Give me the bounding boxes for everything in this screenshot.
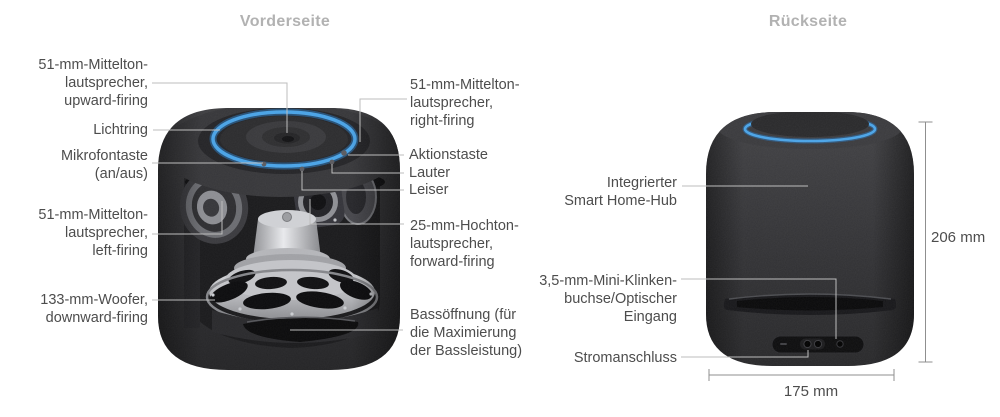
label-woofer: 133-mm-Woofer, downward-firing xyxy=(40,292,148,326)
leader-right-midrange xyxy=(359,98,407,142)
label-volume-up: Lauter xyxy=(409,165,451,181)
leader-tweeter xyxy=(309,199,404,225)
leader-lines xyxy=(152,82,837,358)
label-tweeter: 25-mm-Hochton- lautsprecher, forward-fir… xyxy=(410,218,519,270)
back-view-title: Rückseite xyxy=(768,13,848,30)
back-speaker-illustration xyxy=(706,112,914,366)
label-upward-midrange: 51-mm-Mittelton- lautsprecher, upward-fi… xyxy=(38,57,148,109)
label-bass-port: Bassöffnung (für die Maximierung der Bas… xyxy=(410,307,523,359)
label-power: Stromanschluss xyxy=(573,350,677,366)
label-mic-button: Mikrofontaste (an/aus) xyxy=(60,148,148,182)
height-measure-line xyxy=(918,121,933,363)
width-dimension-value: 175 mm xyxy=(783,383,839,400)
leader-upward-midrange xyxy=(152,82,288,133)
label-light-ring: Lichtring xyxy=(93,122,148,138)
label-volume-down: Leiser xyxy=(409,182,449,198)
leader-volume-up xyxy=(331,164,404,174)
front-speaker-illustration xyxy=(158,108,400,370)
leader-aux-optical xyxy=(681,278,837,339)
label-aux-optical: 3,5-mm-Mini-Klinken- buchse/Optischer Ei… xyxy=(539,273,677,325)
width-measure-line xyxy=(708,369,895,381)
measurement-lines xyxy=(708,121,933,381)
leader-left-midrange xyxy=(152,201,223,235)
label-smart-home-hub: Integrierter Smart Home-Hub xyxy=(564,175,677,209)
label-action-button: Aktionstaste xyxy=(409,147,488,163)
back-fabric-texture xyxy=(706,112,914,366)
front-fabric-texture xyxy=(158,108,400,370)
label-left-midrange: 51-mm-Mittelton- lautsprecher, left-firi… xyxy=(38,207,148,259)
leader-power xyxy=(681,350,809,358)
label-right-midrange: 51-mm-Mittelton- lautsprecher, right-fir… xyxy=(410,77,520,129)
leader-volume-down xyxy=(301,171,404,191)
front-view-title: Vorderseite xyxy=(239,13,331,30)
height-dimension-value: 206 mm xyxy=(931,229,986,246)
